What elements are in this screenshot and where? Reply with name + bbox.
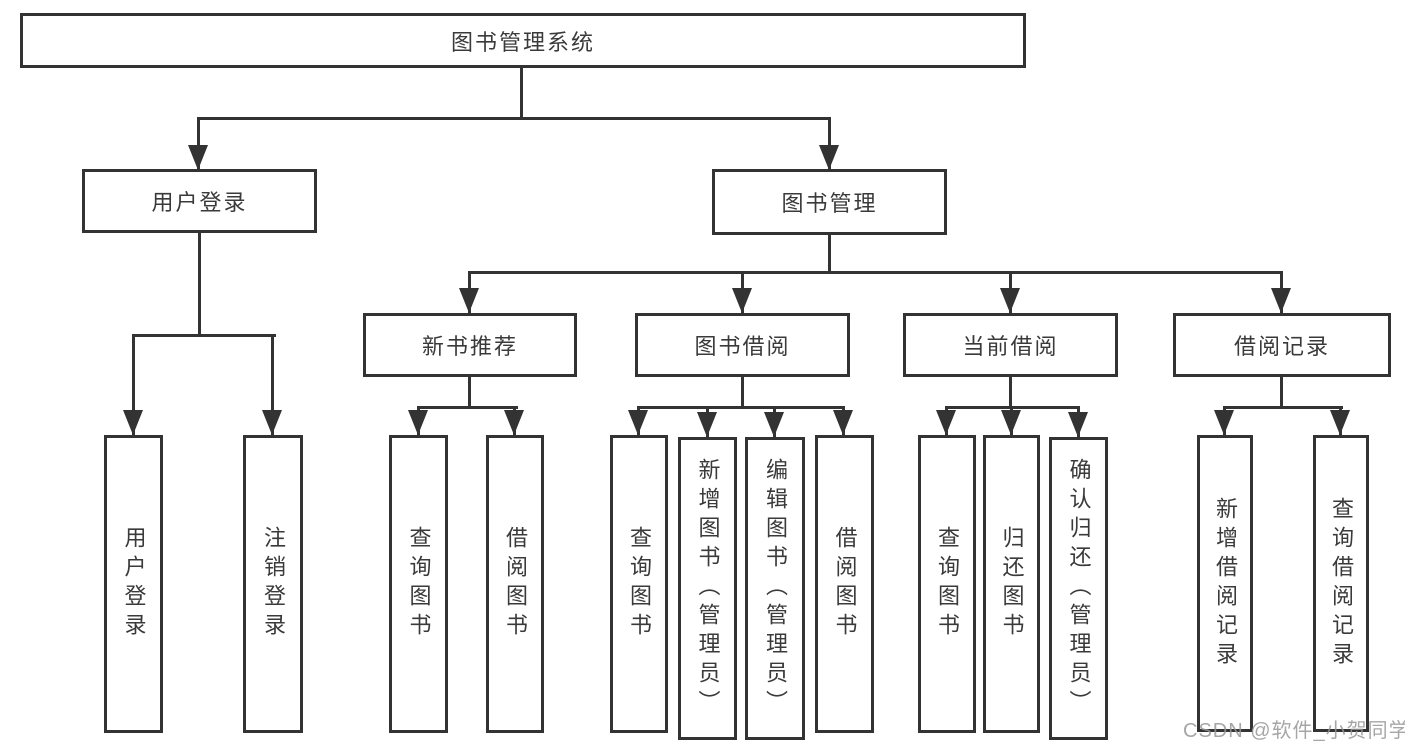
arrowhead-down-icon bbox=[764, 412, 784, 437]
connector-line bbox=[197, 117, 831, 120]
arrowhead-down-icon bbox=[459, 288, 479, 313]
connector-line bbox=[468, 377, 471, 408]
arrowhead-down-icon bbox=[819, 145, 839, 170]
connector-line bbox=[198, 233, 201, 337]
connector-line bbox=[828, 117, 831, 169]
leaf-logout-label: 注销登录 bbox=[261, 526, 286, 642]
leaf-user-login: 用户登录 bbox=[104, 435, 163, 733]
arrowhead-down-icon bbox=[1000, 288, 1020, 313]
leaf-current-return-books-label: 归还图书 bbox=[999, 526, 1025, 642]
node-borrow-records: 借阅记录 bbox=[1173, 313, 1391, 377]
leaf-records-add-record: 新增借阅记录 bbox=[1197, 435, 1253, 732]
node-root: 图书管理系统 bbox=[20, 13, 1026, 68]
connector-line bbox=[271, 334, 274, 435]
leaf-current-confirm-return-admin: 确认归还（管理员） bbox=[1049, 437, 1108, 740]
connector-line bbox=[1009, 377, 1012, 408]
leaf-current-return-books: 归还图书 bbox=[983, 435, 1040, 733]
arrowhead-down-icon bbox=[262, 410, 282, 435]
leaf-current-query-books-label: 查询图书 bbox=[935, 526, 960, 642]
leaf-borrow-edit-books-admin-label: 编辑图书（管理员） bbox=[763, 458, 788, 719]
arrowhead-down-icon bbox=[697, 412, 717, 437]
leaf-current-query-books: 查询图书 bbox=[918, 435, 976, 733]
arrowhead-down-icon bbox=[1271, 288, 1291, 313]
connector-line bbox=[828, 235, 831, 274]
arrowhead-down-icon bbox=[1330, 410, 1350, 435]
node-book-borrow-label: 图书借阅 bbox=[694, 334, 791, 359]
leaf-newbook-query-books: 查询图书 bbox=[389, 435, 448, 733]
node-user-login: 用户登录 bbox=[82, 169, 317, 233]
node-book-borrow: 图书借阅 bbox=[635, 313, 850, 377]
connector-line bbox=[1280, 377, 1283, 408]
leaf-records-query-record-label: 查询借阅记录 bbox=[1329, 496, 1354, 671]
node-new-book-recommend-label: 新书推荐 bbox=[421, 334, 518, 359]
leaf-current-confirm-return-admin-label: 确认归还（管理员） bbox=[1066, 458, 1092, 719]
arrowhead-down-icon bbox=[1068, 412, 1088, 437]
arrowhead-down-icon bbox=[1001, 410, 1021, 435]
node-borrow-records-label: 借阅记录 bbox=[1233, 334, 1330, 359]
leaf-newbook-borrow-books: 借阅图书 bbox=[486, 435, 544, 733]
leaf-borrow-borrow-books-label: 借阅图书 bbox=[832, 526, 858, 642]
connector-line bbox=[197, 117, 200, 169]
connector-line bbox=[468, 271, 1282, 274]
arrowhead-down-icon bbox=[408, 410, 428, 435]
leaf-records-add-record-label: 新增借阅记录 bbox=[1213, 496, 1238, 671]
leaf-borrow-query-books: 查询图书 bbox=[610, 435, 668, 733]
leaf-records-query-record: 查询借阅记录 bbox=[1313, 435, 1369, 732]
arrowhead-down-icon bbox=[123, 410, 143, 435]
leaf-borrow-query-books-label: 查询图书 bbox=[627, 526, 652, 642]
node-new-book-recommend: 新书推荐 bbox=[363, 313, 577, 377]
arrowhead-down-icon bbox=[504, 410, 524, 435]
node-book-management-label: 图书管理 bbox=[781, 191, 878, 216]
leaf-newbook-borrow-books-label: 借阅图书 bbox=[503, 526, 528, 642]
node-current-borrow: 当前借阅 bbox=[903, 313, 1118, 377]
leaf-borrow-add-books-admin-label: 新增图书（管理员） bbox=[695, 458, 721, 719]
connector-line bbox=[520, 68, 523, 119]
leaf-borrow-add-books-admin: 新增图书（管理员） bbox=[678, 437, 737, 740]
connector-line bbox=[741, 377, 744, 408]
leaf-borrow-edit-books-admin: 编辑图书（管理员） bbox=[745, 437, 805, 740]
leaf-logout: 注销登录 bbox=[243, 435, 303, 733]
leaf-user-login-label: 用户登录 bbox=[121, 526, 147, 642]
arrowhead-down-icon bbox=[1214, 410, 1234, 435]
node-root-label: 图书管理系统 bbox=[450, 29, 595, 55]
arrowhead-down-icon bbox=[188, 145, 208, 170]
connector-line bbox=[417, 406, 518, 409]
leaf-newbook-query-books-label: 查询图书 bbox=[406, 526, 432, 642]
connector-line bbox=[132, 334, 135, 435]
connector-line bbox=[132, 334, 276, 337]
arrowhead-down-icon bbox=[936, 410, 956, 435]
arrowhead-down-icon bbox=[833, 410, 853, 435]
connector-line bbox=[637, 406, 845, 409]
connector-line bbox=[1223, 406, 1343, 409]
node-current-borrow-label: 当前借阅 bbox=[962, 334, 1059, 359]
leaf-borrow-borrow-books: 借阅图书 bbox=[815, 435, 874, 733]
node-user-login-label: 用户登录 bbox=[151, 190, 248, 215]
arrowhead-down-icon bbox=[628, 410, 648, 435]
arrowhead-down-icon bbox=[732, 288, 752, 313]
node-book-management: 图书管理 bbox=[712, 169, 947, 235]
csdn-watermark: CSDN @软件_小贺同学 bbox=[1183, 720, 1405, 742]
